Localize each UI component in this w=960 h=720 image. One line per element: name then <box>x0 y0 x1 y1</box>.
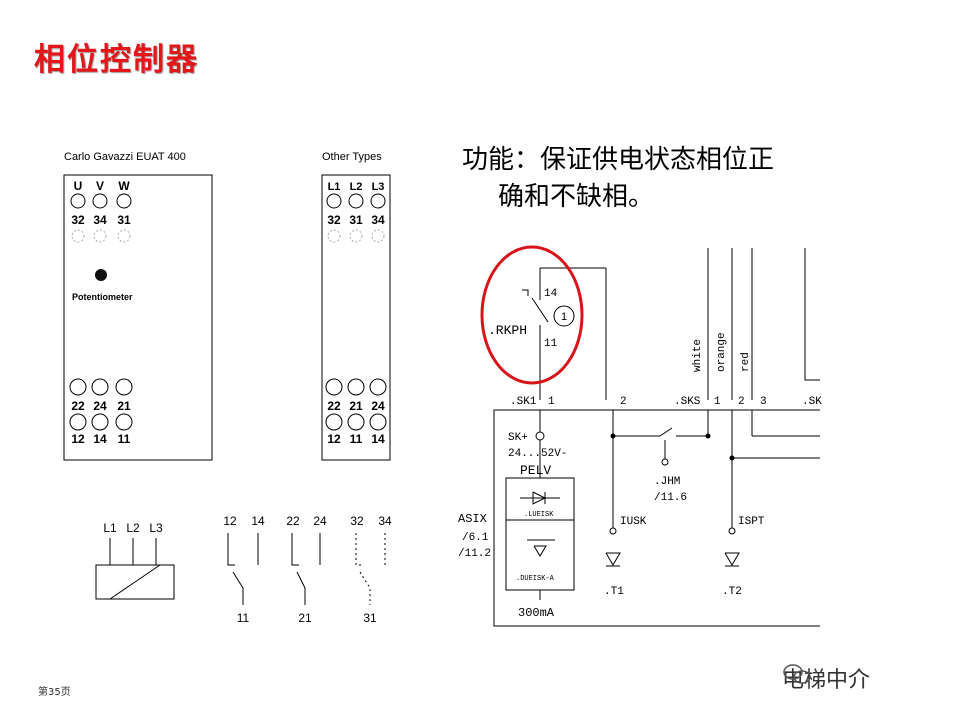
asix-ref-2: /11.2 <box>458 548 491 560</box>
potentiometer-label: Potentiometer <box>72 292 133 302</box>
schematic-nodes <box>610 433 735 461</box>
highlight-ellipse <box>480 245 584 385</box>
contact2-com: 21 <box>298 611 312 625</box>
right-top-num-2: 31 <box>349 213 363 227</box>
left-top-letter-v: V <box>96 179 104 193</box>
left-bot-num-5: 14 <box>93 432 107 446</box>
potentiometer-knob <box>95 269 107 281</box>
left-top-letter-u: U <box>74 179 83 193</box>
pelv-symbols <box>520 491 560 557</box>
right-module-outline <box>321 174 391 461</box>
terminal-num-5: 3 <box>760 396 767 408</box>
dueisk-label: .DUEISK-A <box>516 575 555 583</box>
contact2-no: 24 <box>313 514 327 528</box>
right-top-letter-1: L1 <box>328 181 341 193</box>
contact1-no: 14 <box>251 514 265 528</box>
sk-plus-label: SK+ <box>508 432 528 444</box>
voltage-label: 24...52V- <box>508 448 567 460</box>
left-top-num-3: 31 <box>117 213 131 227</box>
left-dotted-terminals <box>71 229 131 243</box>
wire-orange: orange <box>716 332 728 372</box>
left-top-num-1: 32 <box>71 213 85 227</box>
right-bot-num-5: 11 <box>350 432 363 446</box>
contact3-no: 34 <box>378 514 392 528</box>
left-bot-num-6: 11 <box>118 432 131 446</box>
contact3-com: 31 <box>363 611 377 625</box>
page-footer: 第35页 <box>38 687 71 698</box>
terminal-block-3: .SK <box>802 396 822 408</box>
contact3-nc: 32 <box>350 514 364 528</box>
right-bot-num-2: 21 <box>349 399 363 413</box>
right-bottom-terminals-1 <box>325 378 387 396</box>
right-bot-num-6: 14 <box>371 432 385 446</box>
terminal-block-1: .SK1 <box>510 396 537 408</box>
right-top-num-1: 32 <box>327 213 341 227</box>
schematic-lines <box>493 248 820 627</box>
right-bottom-terminals-2 <box>325 413 387 431</box>
marker-circle <box>553 305 575 327</box>
pelv-label: PELV <box>520 463 551 478</box>
coil-label-l2: L2 <box>126 521 140 535</box>
right-top-letter-3: L3 <box>372 181 385 193</box>
terminal-num-4: 2 <box>738 396 745 408</box>
relay-top-terminal: 14 <box>544 288 558 300</box>
left-module-outline <box>63 174 213 461</box>
right-bot-num-3: 24 <box>371 399 385 413</box>
asix-ref-1: /6.1 <box>462 532 489 544</box>
schematic-terminals <box>535 431 736 535</box>
page-title: 相位控制器 <box>34 42 199 78</box>
marker-number: 1 <box>561 311 567 323</box>
watermark: 电梯中介 <box>782 662 870 694</box>
left-top-num-2: 34 <box>93 213 107 227</box>
right-bot-num-4: 12 <box>327 432 341 446</box>
right-dotted-terminals <box>327 229 385 243</box>
left-top-letter-w: W <box>118 179 130 193</box>
left-top-terminals <box>70 193 132 209</box>
terminal-block-2: .SKS <box>674 396 701 408</box>
contact1-com: 11 <box>237 611 250 625</box>
t2-label: .T2 <box>722 586 742 598</box>
iusk-label: IUSK <box>620 516 647 528</box>
jhm-label: .JHM <box>654 476 680 488</box>
description-line-2: 确和不缺相。 <box>498 182 655 212</box>
coil-label-l3: L3 <box>149 521 163 535</box>
ispt-label: ISPT <box>738 516 765 528</box>
contact1-nc: 12 <box>223 514 237 528</box>
wechat-icon <box>783 664 811 684</box>
right-top-num-3: 34 <box>371 213 385 227</box>
wire-white: white <box>692 339 704 372</box>
contact-symbols <box>227 533 321 605</box>
t1-label: .T1 <box>604 586 624 598</box>
lueisk-label: .LUEISK <box>524 511 554 519</box>
function-description: 功能：保证供电状态相位正 确和不缺相。 <box>462 142 862 216</box>
left-bot-num-3: 21 <box>117 399 131 413</box>
terminal-num-3: 1 <box>714 396 721 408</box>
left-bottom-terminals-1 <box>69 378 133 396</box>
right-top-letter-2: L2 <box>350 181 363 193</box>
relay-name: .RKPH <box>488 323 527 338</box>
relay-bottom-terminal: 11 <box>544 338 558 350</box>
left-bot-num-1: 22 <box>71 399 85 413</box>
terminal-num-2: 2 <box>620 396 627 408</box>
left-bottom-terminals-2 <box>69 413 133 431</box>
current-label: 300mA <box>518 606 555 620</box>
terminal-num-1: 1 <box>548 396 555 408</box>
left-bot-num-2: 24 <box>93 399 107 413</box>
jhm-ref: /11.6 <box>654 492 687 504</box>
coil-label-l1: L1 <box>103 521 117 535</box>
contact2-nc: 22 <box>286 514 300 528</box>
left-bot-num-4: 12 <box>71 432 85 446</box>
coil-symbol <box>95 538 175 600</box>
wire-red: red <box>740 352 752 372</box>
description-line-1: 功能：保证供电状态相位正 <box>462 145 775 175</box>
contact3-dotted <box>355 533 386 605</box>
asix-label: ASIX <box>458 512 487 526</box>
right-bot-num-1: 22 <box>327 399 341 413</box>
left-module-label: Carlo Gavazzi EUAT 400 <box>64 151 186 163</box>
right-module-label: Other Types <box>322 151 382 163</box>
right-top-terminals <box>326 193 386 209</box>
